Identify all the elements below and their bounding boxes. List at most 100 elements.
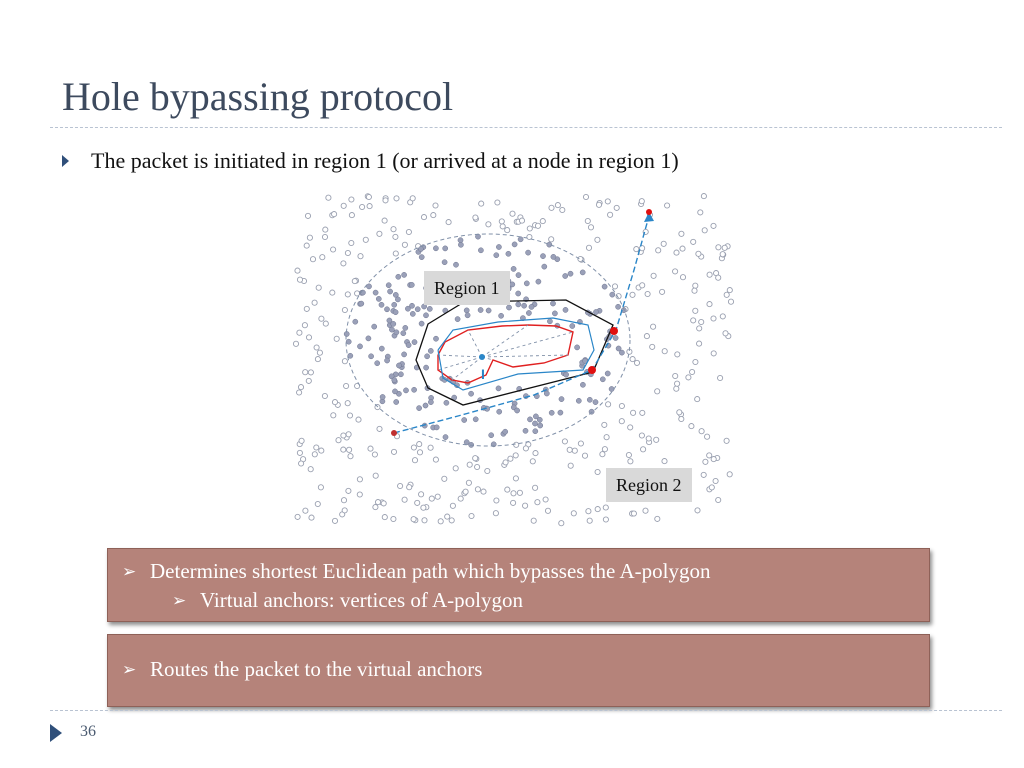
outer-sensor-node (343, 382, 350, 390)
outer-sensor-node (472, 455, 479, 462)
outer-sensor-node (444, 513, 451, 520)
outer-sensor-node (504, 486, 511, 493)
outer-sensor-node (554, 202, 561, 209)
outer-sensor-node (292, 340, 300, 347)
outer-sensor-node (601, 421, 608, 428)
outer-sensor-node (532, 450, 539, 457)
outer-sensor-node (710, 315, 717, 322)
callout-subtext: Virtual anchors: vertices of A-polygon (200, 588, 523, 612)
inner-sensor-node (345, 338, 352, 345)
outer-sensor-node (539, 218, 546, 225)
outer-sensor-node (376, 425, 383, 432)
outer-sensor-node (307, 369, 314, 376)
outer-sensor-node (348, 212, 355, 219)
inner-sensor-node (454, 316, 461, 322)
outer-sensor-node (719, 251, 726, 258)
callout-text: Routes the packet to the virtual anchors (150, 657, 483, 681)
inner-sensor-node (540, 253, 546, 259)
arrow-bullet-icon: ➢ (122, 660, 137, 679)
title-divider (50, 127, 1002, 128)
outer-sensor-node (414, 499, 421, 506)
outer-sensor-node (301, 322, 308, 329)
outer-sensor-node (428, 495, 435, 502)
outer-sensor-node (372, 472, 379, 479)
outer-sensor-node (715, 496, 722, 504)
inner-sensor-node (418, 254, 425, 260)
inner-sensor-node (416, 405, 422, 411)
outer-sensor-node (674, 380, 681, 387)
outer-sensor-node (640, 446, 647, 453)
outer-sensor-node (390, 515, 397, 523)
outer-sensor-node (701, 227, 708, 234)
outer-sensor-node (294, 513, 301, 520)
inner-sensor-node (509, 281, 516, 288)
inner-sensor-node (558, 396, 565, 402)
outer-sensor-node (602, 504, 609, 511)
inner-sensor-node (575, 397, 582, 404)
outer-sensor-node (305, 377, 312, 384)
inner-sensor-node (506, 304, 512, 311)
outer-sensor-node (478, 200, 485, 207)
outer-sensor-node (566, 446, 573, 453)
outer-sensor-node (567, 462, 574, 469)
outer-sensor-node (296, 329, 303, 336)
outer-sensor-node (445, 219, 452, 226)
outer-sensor-node (613, 204, 620, 211)
outer-sensor-node (577, 440, 584, 447)
outer-sensor-node (510, 490, 517, 497)
outer-sensor-node (639, 245, 646, 252)
outer-sensor-node (318, 315, 325, 322)
outer-sensor-node (296, 449, 303, 456)
inner-sensor-node (552, 310, 558, 317)
outer-nodes (292, 193, 735, 527)
inner-sensor-node (357, 343, 363, 350)
outer-sensor-node (322, 226, 329, 233)
outer-sensor-node (452, 465, 459, 472)
inner-sensor-node (396, 362, 402, 369)
outer-sensor-node (393, 195, 400, 202)
outer-sensor-node (715, 244, 722, 251)
inner-sensor-node (388, 373, 395, 380)
outer-sensor-node (627, 424, 634, 431)
outer-sensor-node (340, 432, 347, 439)
inner-sensor-node (514, 407, 520, 414)
outer-sensor-node (602, 516, 609, 523)
outer-sensor-node (702, 458, 709, 465)
outer-sensor-node (692, 282, 699, 289)
outer-sensor-node (721, 244, 728, 251)
outer-sensor-node (548, 236, 555, 243)
outer-sensor-node (331, 211, 338, 218)
outer-sensor-node (322, 320, 329, 327)
outer-sensor-node (653, 436, 660, 443)
outer-sensor-node (367, 445, 374, 452)
outer-sensor-node (685, 374, 692, 381)
outer-sensor-node (427, 444, 434, 451)
inner-route (437, 317, 595, 391)
outer-sensor-node (582, 193, 590, 201)
outer-sensor-node (468, 512, 475, 520)
outer-sensor-node (673, 249, 680, 256)
outer-sensor-node (457, 495, 464, 502)
inner-sensor-node (615, 303, 621, 310)
inner-sensor-node (409, 302, 415, 309)
outer-sensor-node (410, 444, 417, 451)
inner-sensor-node (496, 408, 503, 415)
page-arrow-icon (50, 724, 62, 742)
outer-sensor-node (719, 313, 726, 320)
inner-sensor-node (374, 360, 381, 367)
inner-sensor-node (562, 273, 569, 279)
outer-sensor-node (420, 214, 428, 221)
outer-sensor-node (329, 289, 336, 296)
outer-sensor-node (603, 434, 610, 441)
outer-sensor-node (356, 476, 363, 483)
outer-sensor-node (638, 198, 645, 205)
inner-sensor-node (472, 416, 479, 423)
outer-sensor-node (700, 471, 707, 478)
inner-sensor-node (496, 244, 502, 250)
outer-sensor-node (474, 486, 481, 493)
inner-sensor-node (510, 266, 517, 272)
outer-sensor-node (480, 488, 487, 495)
outer-sensor-node (341, 507, 348, 514)
outer-sensor-node (559, 206, 566, 214)
outer-sensor-node (297, 384, 305, 391)
